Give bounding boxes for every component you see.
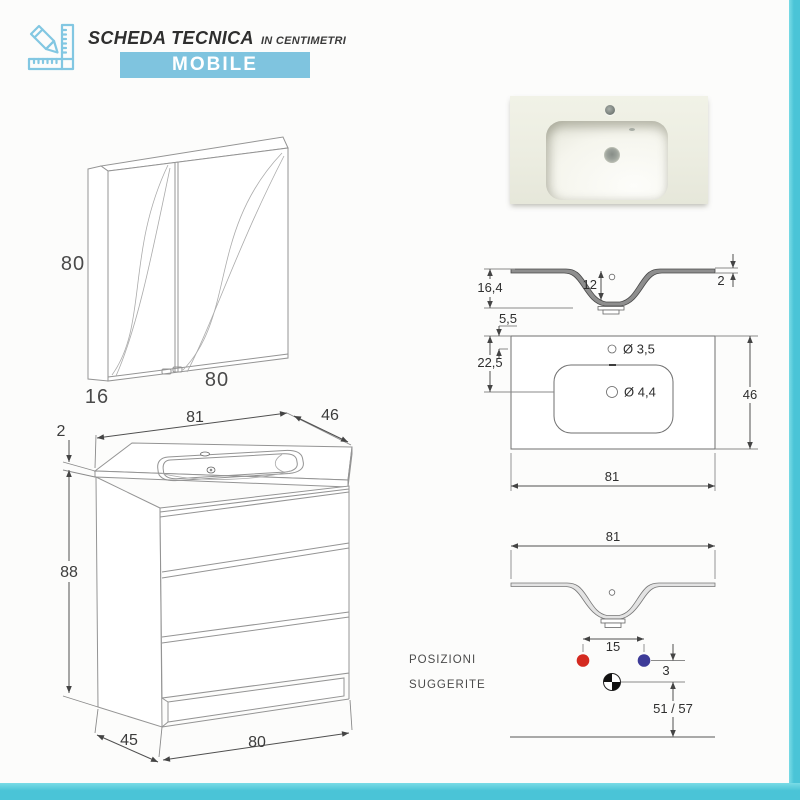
dim-vanity-top-depth: 46 [321,407,339,424]
tap-hole [605,105,615,115]
dim-vanity-width: 80 [248,734,266,751]
washbasin-top-view-drawing: Ø 3,5 Ø 4,4 5,5 22,5 46 81 [477,311,758,491]
mirror-cabinet-drawing: 80 16 80 [61,136,289,408]
dim-section-total-height: 16,4 [477,280,502,295]
vanity-unit-drawing: 81 46 2 88 45 80 [57,407,353,763]
dim-top-depth: 46 [743,387,757,402]
dim-mirror-depth: 16 [85,386,109,408]
hot-water-dot [576,654,590,667]
washbasin-photo [510,96,708,204]
dim-vanity-depth: 45 [120,732,138,749]
dim-drain-offset: 22,5 [477,355,502,370]
dim-vanity-top-thickness: 2 [57,423,66,440]
sheet-units-note: IN CENTIMETRI [260,35,347,47]
sheet-title: SCHEDA TECNICA [88,28,254,48]
dim-top-width: 81 [605,469,619,484]
dim-drain-diameter: Ø 4,4 [624,385,656,400]
product-type-banner: MOBILE [120,52,310,78]
drain-hole [604,147,620,163]
dim-positions-width: 81 [606,529,620,544]
suggested-positions-drawing: 81 15 3 51 / 57 POSIZIONI SUGGERITE [409,529,716,738]
dim-tap-distance: 15 [606,639,620,654]
drain-center-symbol [603,673,621,691]
dim-vanity-height: 88 [60,564,78,581]
dim-tap-drain-offset: 3 [662,663,669,678]
pencil-ruler-icon [27,23,75,71]
dim-tap-hole-diameter: Ø 3,5 [623,342,655,357]
overflow-hole [629,128,635,131]
dim-section-rim-thickness: 2 [717,273,724,288]
accent-stripe-right [789,0,800,800]
positions-caption-line1: POSIZIONI [409,654,476,666]
positions-caption-line2: SUGGERITE [409,679,486,691]
dim-vanity-top-width: 81 [186,409,204,426]
dim-tap-hole-offset: 5,5 [499,311,517,326]
cold-water-dot [637,654,651,667]
dim-mirror-width: 80 [205,369,229,391]
dim-mirror-height: 80 [61,253,85,275]
dim-drain-floor-height: 51 / 57 [653,701,693,716]
washbasin-section-drawing: 16,4 12 2 [477,254,738,315]
header-titles: SCHEDA TECNICA IN CENTIMETRI [88,28,346,49]
dim-section-bowl-depth: 12 [583,277,597,292]
accent-stripe-bottom [0,783,800,800]
